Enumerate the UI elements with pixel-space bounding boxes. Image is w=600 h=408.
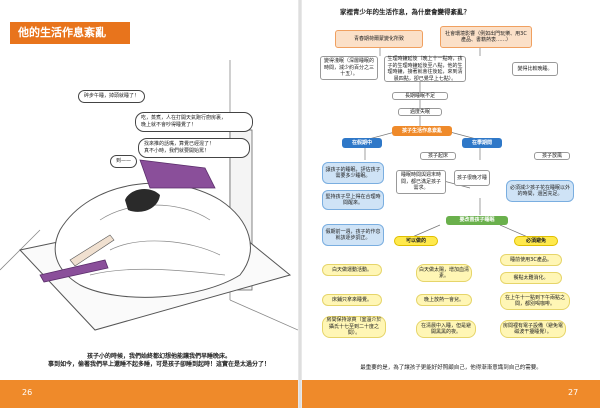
node-chaos: 孩子生活作息紊亂 bbox=[392, 126, 452, 136]
speech-bubble-2: 吃，蒸煮，人在打開天氣跑行廚房裏， 晚上就不會吵得睡覺了！ bbox=[135, 112, 253, 132]
right-page-number: 27 bbox=[568, 388, 579, 397]
speech-bubble-3: 找來推的話嘴，算覺已經混了！ 真不小時，我們就要開始罵！ bbox=[138, 138, 250, 158]
node-charger: 房間裡有電子設備（避免電磁波干擾睡覺）。 bbox=[500, 320, 566, 338]
node-wake-time: 堅持孩子早上得在合理時間醒來。 bbox=[322, 190, 384, 210]
node-need-sleep: 讓孩子的睡眠，評估孩子需要多少睡眠。 bbox=[322, 162, 384, 184]
left-caption: 孩子小的時候，我們始終都幻想他能讓我們早睡晚床。 事到如今，偷著我們早上還睡不起… bbox=[34, 353, 284, 369]
node-can: 可以做的 bbox=[394, 236, 438, 246]
bed-illustration bbox=[0, 60, 298, 331]
node-morning-light: 在清晨中入睡，但是避開黑黑的夜。 bbox=[416, 320, 476, 338]
node-sunlight: 白天做太陽，增加血清素。 bbox=[416, 264, 472, 282]
right-page-title: 家裡青少年的生活作息，為什麼會變得紊亂？ bbox=[340, 8, 470, 16]
node-social: 社會環境影響（例如出門玩樂、用3C產品、書籍熱衷……） bbox=[440, 26, 532, 48]
node-improve: 要改善孩子睡眠 bbox=[446, 216, 508, 225]
node-school: 在學期間 bbox=[462, 138, 502, 148]
node-child-up: 孩子起床 bbox=[420, 152, 456, 160]
node-hormone: 青春期荷爾蒙變化所致 bbox=[335, 30, 423, 48]
speech-bubble-2-line-2: 晚上就不會吵得睡覺了！ bbox=[141, 122, 197, 128]
speech-bubble-3-line-2: 真不小時，我們就要開始罵！ bbox=[144, 148, 210, 154]
node-insufficient: 長期睡眠不足 bbox=[392, 92, 448, 100]
node-3c: 睡前使用3C產品。 bbox=[500, 254, 562, 266]
left-page-number: 26 bbox=[22, 388, 33, 397]
speech-bubble-4: 到—— bbox=[110, 155, 138, 168]
node-bed-use: 床鋪只拿來睡覺。 bbox=[322, 294, 382, 306]
node-gradual: 假期前一週，孩子的作息就該逐步調正。 bbox=[322, 224, 384, 246]
left-page-title: 他的生活作息紊亂 bbox=[10, 22, 130, 44]
right-footer-bar bbox=[302, 380, 600, 408]
node-stay-up: 變得比較晚睡。 bbox=[512, 62, 558, 76]
caption-line-1: 孩子小的時候，我們始終都幻想他能讓我們早睡晚床。 bbox=[86, 353, 231, 360]
node-melatonin: 變得淺眠（深層睡眠的時間，減少約百分之三十五）。 bbox=[320, 56, 378, 80]
node-must-avoid: 必須避免 bbox=[514, 236, 558, 246]
node-caffeine: 在上午十一點到下午兩點之間，都別喝咖啡。 bbox=[500, 292, 570, 310]
speech-bubble-1: 碎步午睡，掉頭就睡了！ bbox=[78, 90, 146, 103]
node-weekend: 睡眠時間與週末時間，都已滿足孩子需求。 bbox=[396, 170, 446, 194]
node-shower: 晚上放熱一會兒。 bbox=[416, 294, 472, 306]
node-late-sleep: 生理時鐘延後（晚上十一點時，孩子的生理時鐘延後至八點，他的生理時鐘，接著就會往後… bbox=[384, 56, 466, 82]
node-must-reduce: 必須減少孩子花在睡眠以外的時間，還回充足。 bbox=[506, 180, 574, 202]
right-bottom-text: 最重要的是，為了讓孩子更能好好照顧自己，他得漸漸意識到自己的需要。 bbox=[360, 365, 542, 371]
book-gutter bbox=[298, 0, 302, 408]
node-holiday: 在假期中 bbox=[342, 138, 382, 148]
node-meal: 餐點太難消化。 bbox=[500, 272, 562, 284]
speech-bubble-3-line-1: 找來推的話嘴，算覺已經混了！ bbox=[144, 141, 215, 147]
node-child-later: 孩子很晚才睡 bbox=[454, 170, 490, 186]
node-child-sleep: 孩子放風 bbox=[534, 152, 570, 160]
node-exercise: 白天做運動活動。 bbox=[322, 264, 382, 276]
caption-line-2: 事到如今，偷著我們早上還睡不起多睡，可是孩子卻睡到起時！這實在是太過分了！ bbox=[47, 361, 270, 368]
left-footer-bar bbox=[0, 380, 298, 408]
node-oversleep: 過度失眠 bbox=[398, 108, 442, 116]
speech-bubble-2-line-1: 吃，蒸煮，人在打開天氣跑行廚房裏， bbox=[141, 115, 227, 121]
node-room-temp: 房間保持涼爽（室溫介於攝氏十七至到二十度之間）。 bbox=[322, 316, 386, 338]
